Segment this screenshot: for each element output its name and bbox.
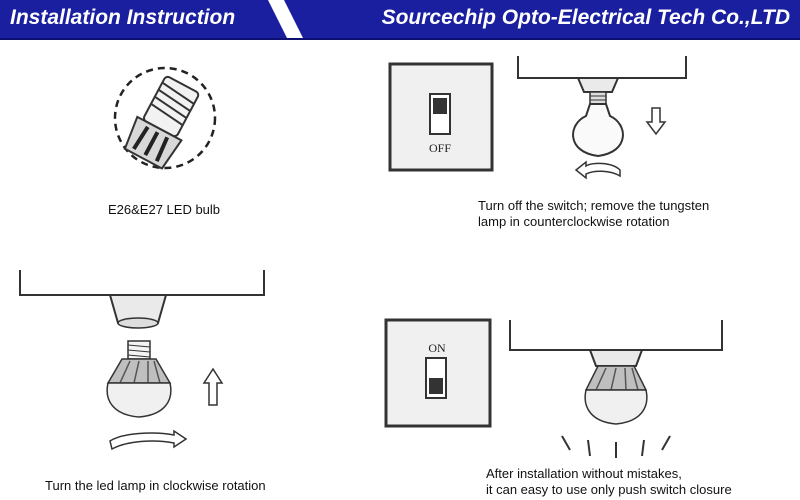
switch-off-label: OFF <box>429 141 451 155</box>
header-title: Installation Instruction <box>10 6 236 29</box>
header-background <box>0 0 800 40</box>
remove-caption-line2: lamp in counterclockwise rotation <box>478 214 670 229</box>
remove-lamp-illustration: OFF <box>388 56 687 180</box>
finish-caption-line1: After installation without mistakes, <box>486 466 682 481</box>
bulb-base-illustration <box>113 66 217 170</box>
header-bar: Installation Instruction Sourcechip Opto… <box>0 0 800 40</box>
switch-on-label: ON <box>428 341 446 355</box>
install-lamp-illustration <box>19 270 265 451</box>
company-name: Sourcechip Opto-Electrical Tech Co.,LTD <box>381 6 790 29</box>
remove-caption-line1: Turn off the switch; remove the tungsten <box>478 198 710 213</box>
bulb-caption: E26&E27 LED bulb <box>108 202 221 217</box>
finish-caption-line2: it can easy to use only push switch clos… <box>486 482 732 497</box>
lamp-on-illustration: ON <box>384 318 723 458</box>
install-caption: Turn the led lamp in clockwise rotation <box>45 478 266 493</box>
